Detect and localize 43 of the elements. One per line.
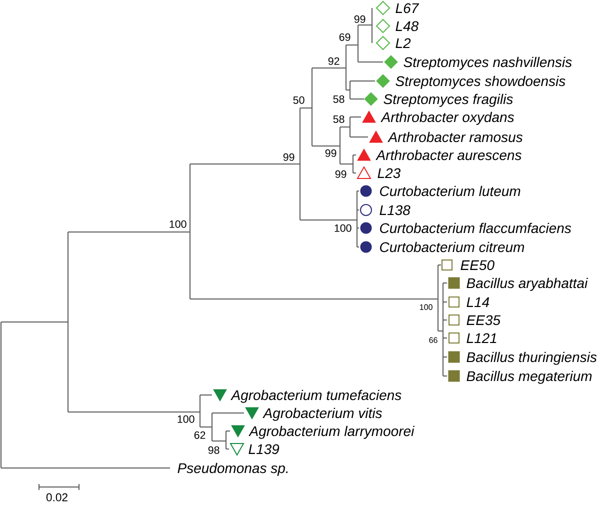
- taxon-name: Curtobacterium flaccumfaciens: [380, 222, 572, 234]
- bootstrap-value: 100: [178, 415, 194, 423]
- bootstrap-value: 92: [328, 57, 340, 65]
- bootstrap-value: 99: [354, 15, 366, 23]
- bootstrap-value: 62: [194, 431, 206, 439]
- bootstrap-value: 100: [334, 224, 352, 232]
- bootstrap-value: 58: [333, 115, 344, 123]
- taxon-name: Streptomyces nashvillensis: [404, 56, 572, 70]
- bootstrap-value: 69: [339, 33, 350, 41]
- bootstrap-value: 58: [333, 95, 344, 103]
- bootstrap-value: 100: [420, 304, 432, 310]
- taxon-name: Streptomyces fragilis: [384, 94, 513, 107]
- taxon-name: L139: [248, 444, 280, 454]
- taxon-name: Agrobacterium vitis: [262, 408, 382, 421]
- taxon-name: Curtobacterium citreum: [380, 242, 524, 252]
- taxon-name: Agrobacterium larrymoorei: [248, 426, 414, 439]
- taxon-name: EE35: [466, 315, 501, 326]
- bootstrap-value: 50: [293, 96, 304, 104]
- taxon-name: Curtobacterium luteum: [380, 186, 520, 196]
- bootstrap-value: 99: [283, 153, 294, 161]
- taxon-name: Bacillus aryabhattai: [466, 278, 588, 291]
- taxon-name: L67: [396, 3, 420, 14]
- taxon-name: Arthrobacter oxydans: [380, 112, 514, 125]
- taxon-name: Bacillus megaterium: [466, 370, 592, 384]
- scale-label: 0.02: [46, 493, 68, 502]
- bootstrap-value: 99: [325, 149, 336, 157]
- taxon-name: Streptomyces showdoensis: [396, 76, 566, 89]
- taxon-name: L2: [396, 38, 411, 48]
- bootstrap-value: 98: [208, 446, 220, 454]
- bootstrap-value: 99: [335, 170, 346, 178]
- bootstrap-value: 66: [429, 337, 438, 343]
- taxon-name: L14: [466, 297, 490, 307]
- bootstrap-value: 100: [170, 220, 186, 228]
- taxon-name: L23: [378, 168, 400, 178]
- taxon-name: L48: [396, 21, 419, 32]
- taxon-name: Arthrobacter ramosus: [388, 132, 523, 142]
- taxon-name: L121: [466, 333, 496, 343]
- taxon-name: L138: [380, 205, 410, 216]
- taxon-name: EE50: [460, 260, 494, 270]
- taxon-name: Pseudomonas sp.: [178, 462, 288, 476]
- taxon-name: Bacillus thuringiensis: [466, 352, 597, 365]
- taxon-name: Arthrobacter aurescens: [376, 150, 522, 160]
- taxon-name: Agrobacterium tumefaciens: [230, 390, 402, 403]
